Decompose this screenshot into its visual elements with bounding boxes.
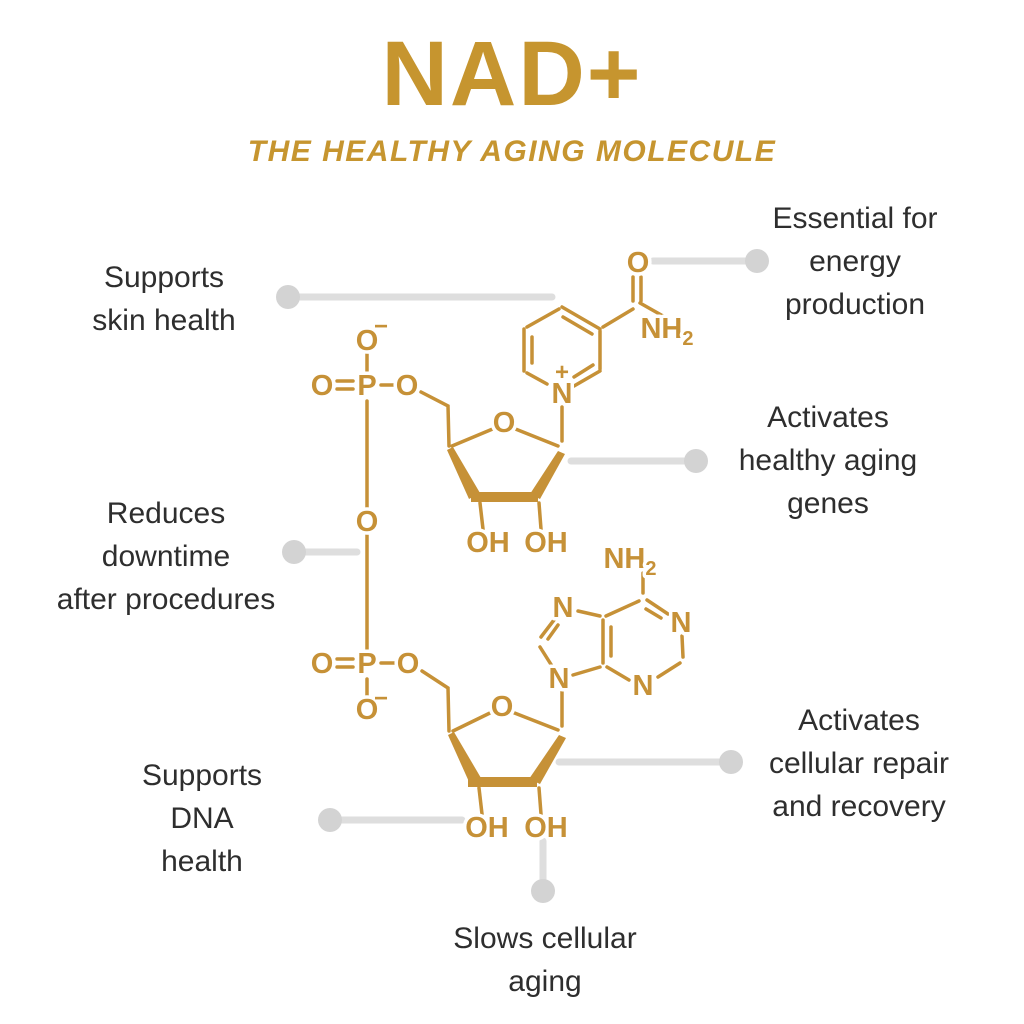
atom-ribose1-oh-left: OH: [466, 527, 510, 559]
benefit-energy-production: Essential for energy production: [725, 197, 985, 326]
ribose-ring-2: O OH OH: [420, 669, 571, 848]
page-title: NAD+: [381, 23, 643, 125]
connector-dot: [282, 540, 306, 564]
atom-adenine-n3: N: [633, 670, 654, 702]
atom-p1-o-minus: O: [356, 325, 379, 357]
benefit-line: downtime: [101, 540, 231, 573]
ribose-ring-1: O OH OH: [419, 390, 571, 563]
benefit-line: production: [784, 288, 926, 321]
connector-dot: [719, 750, 743, 774]
connector-slows-cellular-aging: [531, 837, 555, 903]
atom-adenine-n9: N: [549, 663, 570, 695]
atom-adenine-n7: N: [553, 592, 574, 624]
atom-p2-o-double: O: [311, 648, 334, 680]
connector-dot: [684, 449, 708, 473]
connector-cellular-repair: [555, 750, 743, 774]
adenine-group: NH2 N N N N: [538, 540, 695, 706]
connector-reduces-downtime: [282, 540, 361, 564]
benefit-line: health: [161, 845, 243, 878]
benefit-line: healthy aging: [738, 444, 918, 477]
benefit-line: Slows cellular: [453, 922, 637, 955]
atom-amide-oxygen: O: [627, 247, 650, 279]
atom-phosphorus-1: P: [357, 370, 376, 402]
connector-healthy-aging-genes: [567, 449, 708, 473]
benefit-line: aging: [508, 965, 582, 998]
benefit-line: Activates: [798, 704, 920, 737]
connector-dot: [745, 249, 769, 273]
benefit-reduces-downtime: Reduces downtime after procedures: [16, 492, 316, 621]
atom-ribose1-oxygen: O: [493, 407, 516, 439]
benefit-line: Supports: [103, 261, 225, 294]
connector-skin-health: [276, 285, 556, 309]
benefit-line: skin health: [92, 304, 236, 337]
atom-ribose1-oh-right: OH: [524, 527, 568, 559]
atom-pyridine-nitrogen: N: [552, 378, 573, 410]
benefit-line: Essential for: [772, 202, 938, 235]
atom-ribose2-oh-right: OH: [524, 812, 568, 844]
connector-dot: [318, 808, 342, 832]
benefit-line: DNA: [170, 802, 234, 835]
atom-p1-o-ester: O: [396, 370, 419, 402]
atom-adenine-n1: N: [671, 607, 692, 639]
minus-charge-1: −: [374, 313, 388, 340]
atom-p2-o-ester: O: [397, 648, 420, 680]
benefit-skin-health: Supports skin health: [34, 256, 294, 342]
page-subtitle: THE HEALTHY AGING MOLECULE: [247, 135, 777, 168]
benefit-line: genes: [787, 487, 869, 520]
atom-ribose2-oh-left: OH: [465, 812, 509, 844]
benefit-line: after procedures: [56, 583, 276, 616]
benefit-line: energy: [809, 245, 901, 278]
benefit-cellular-repair: Activates cellular repair and recovery: [723, 699, 995, 828]
benefit-line: Activates: [767, 401, 889, 434]
atom-bridge-oxygen: O: [356, 506, 379, 538]
atom-adenine-nh2: NH2: [603, 543, 656, 580]
benefit-healthy-aging-genes: Activates healthy aging genes: [698, 396, 958, 525]
plus-charge: +: [555, 359, 569, 386]
benefit-dna-health: Supports DNA health: [72, 754, 332, 883]
atom-phosphorus-2: P: [357, 648, 376, 680]
diphosphate-bridge: O − O P O O O P O O −: [307, 313, 423, 730]
benefit-line: Reduces: [106, 497, 226, 530]
atom-p2-o-minus: O: [356, 694, 379, 726]
atom-ribose2-oxygen: O: [491, 691, 514, 723]
connector-energy-production: [649, 249, 769, 273]
benefit-slows-cellular-aging: Slows cellular aging: [410, 917, 680, 1003]
atom-amide-nh2: NH2: [640, 313, 693, 350]
atom-p1-o-double: O: [311, 370, 334, 402]
benefit-line: and recovery: [772, 790, 946, 823]
connector-dot: [276, 285, 300, 309]
connector-dot: [531, 879, 555, 903]
minus-charge-2: −: [374, 685, 388, 712]
nicotinamide-group: O NH2 N +: [522, 244, 697, 443]
benefit-line: cellular repair: [768, 747, 950, 780]
benefit-line: Supports: [141, 759, 263, 792]
connector-dna-health: [318, 808, 466, 832]
